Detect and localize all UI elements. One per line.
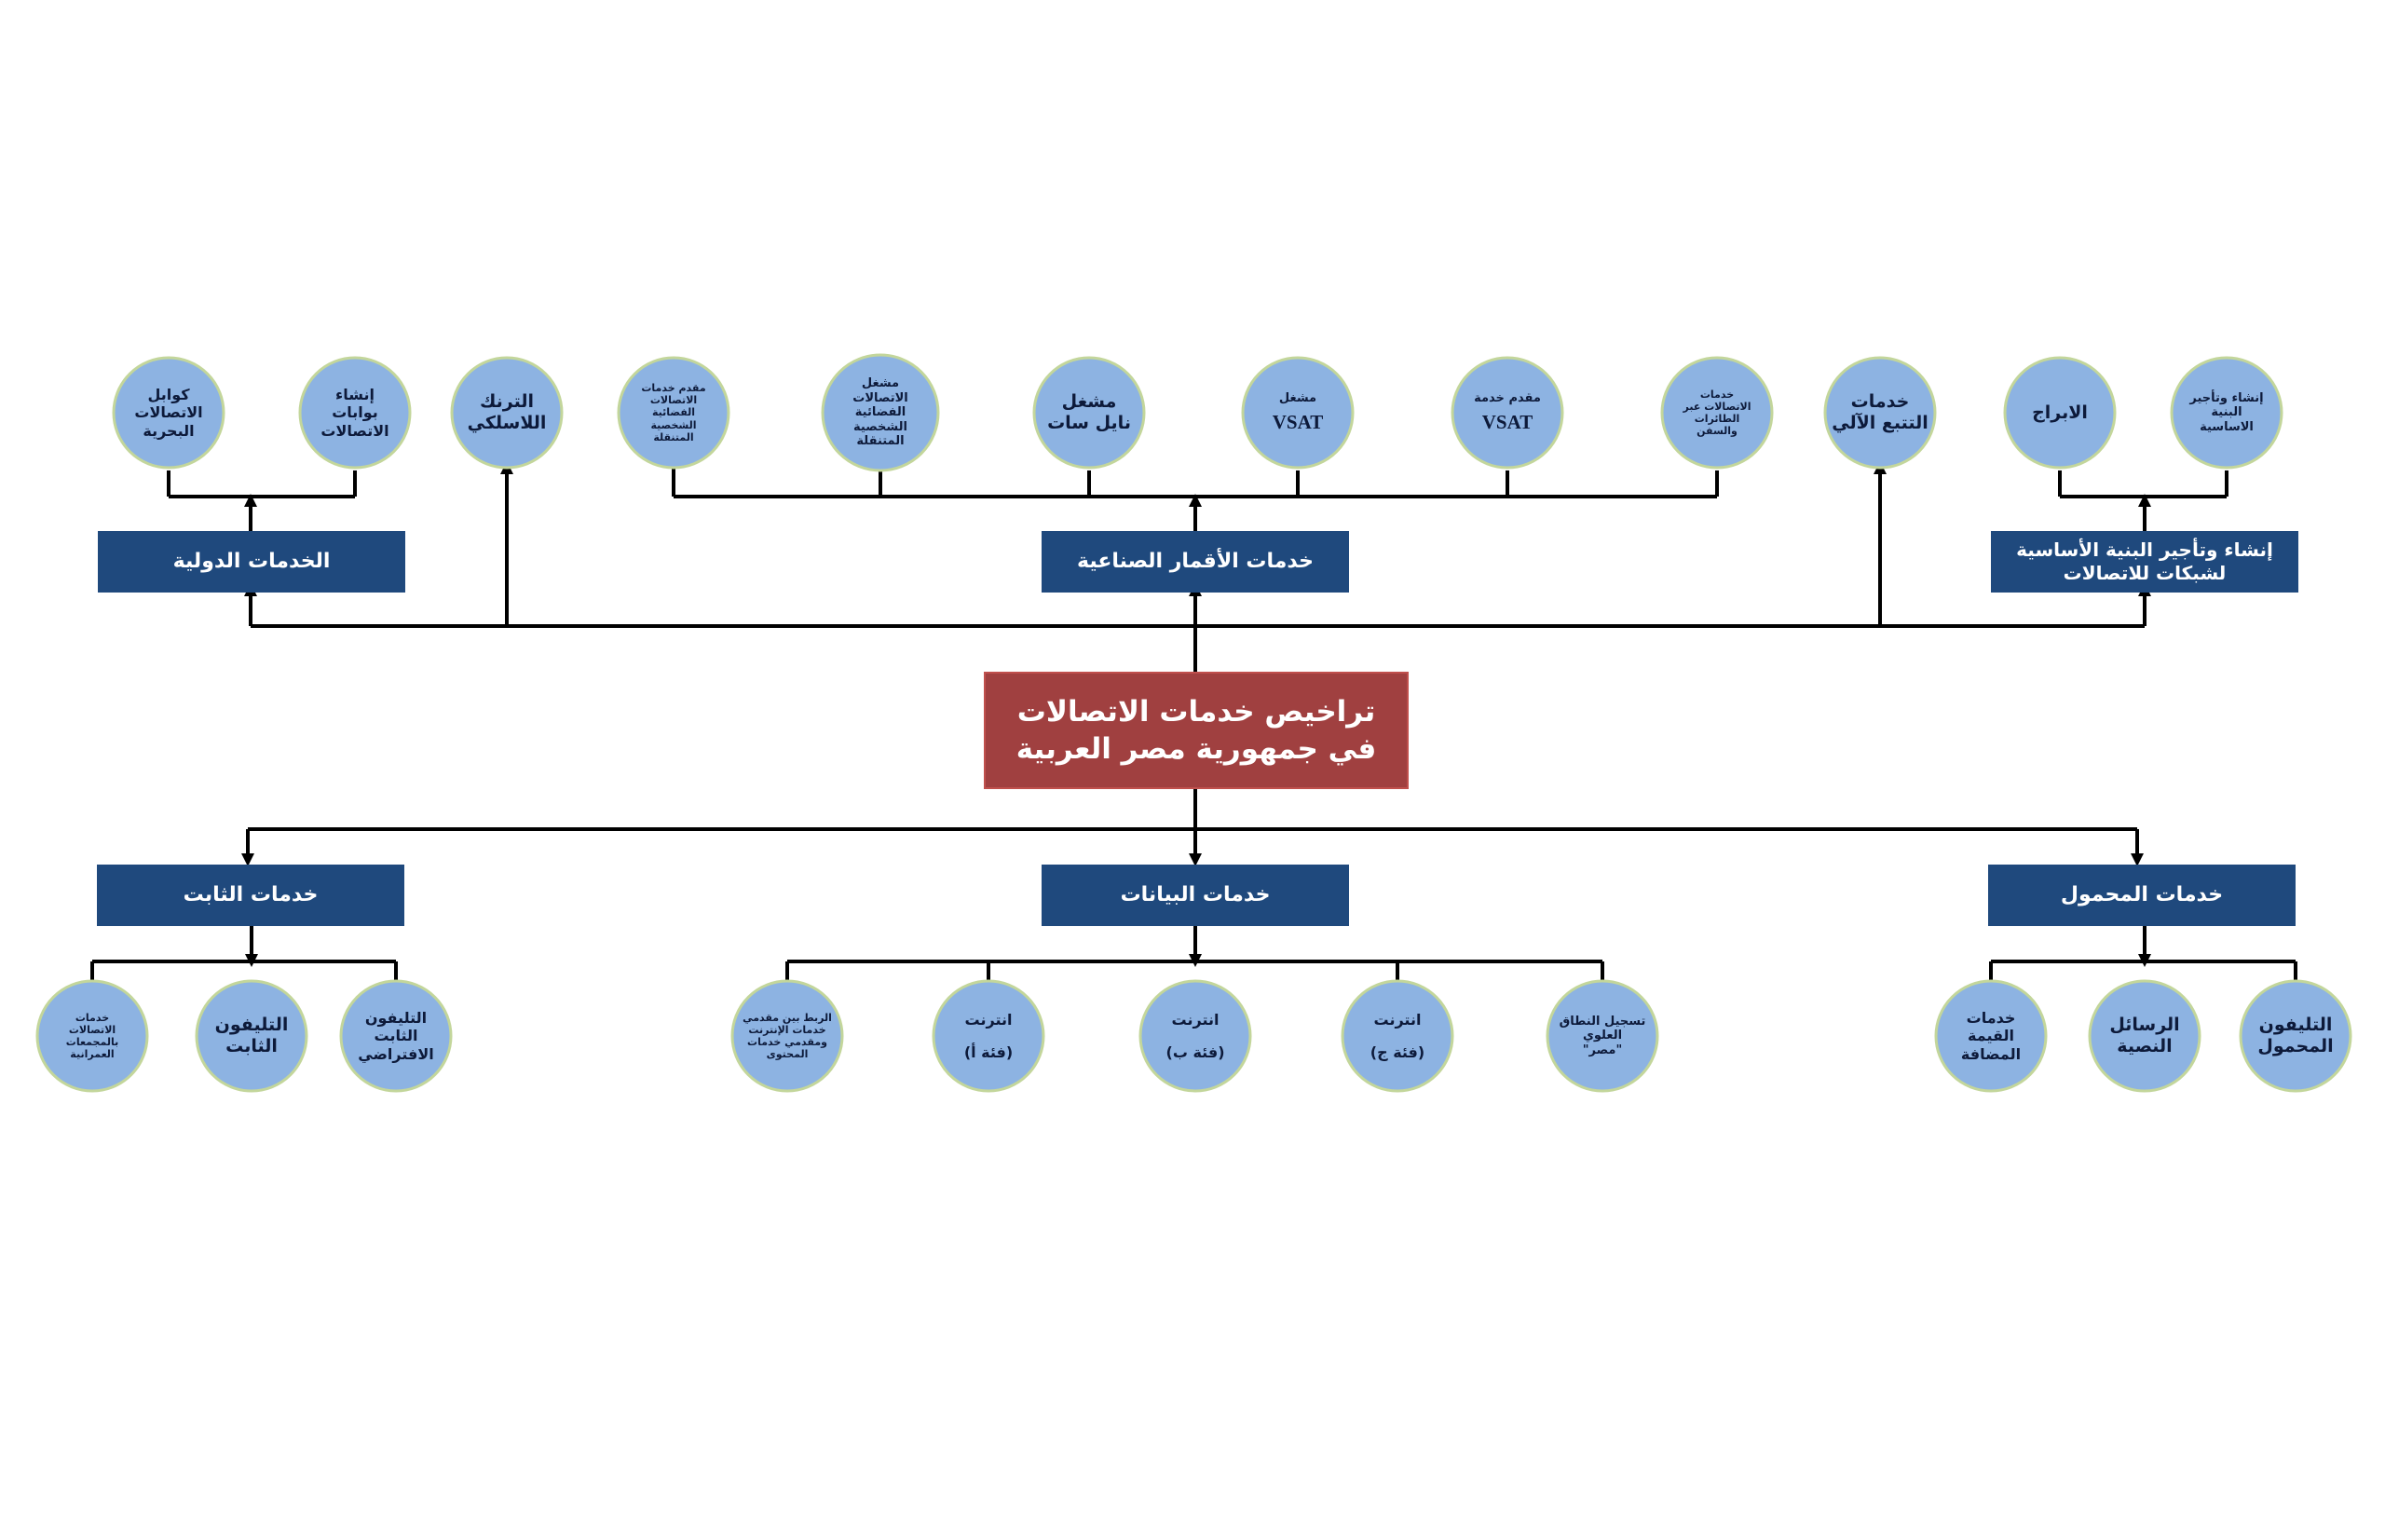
category-data-label: خدمات البيانات bbox=[1120, 883, 1271, 907]
category-data: خدمات البيانات bbox=[1042, 865, 1349, 926]
circle-gateways bbox=[298, 356, 412, 470]
circle-internet-c bbox=[1341, 979, 1454, 1093]
node-value-added: خدمات القيمة المضافة bbox=[1960, 1009, 2022, 1063]
circle-mobile-phone bbox=[2239, 979, 2352, 1093]
circle-tracking bbox=[1823, 356, 1937, 470]
node-vsat-provider-label: مقدم خدمة bbox=[1474, 390, 1541, 405]
category-international-label: الخدمات الدولية bbox=[172, 550, 331, 574]
circle-internet-a bbox=[932, 979, 1045, 1093]
category-satellite-label: خدمات الأقمار الصناعية bbox=[1077, 550, 1314, 574]
circle-domain-reg bbox=[1546, 979, 1659, 1093]
circle-sms bbox=[2088, 979, 2201, 1093]
central-title: تراخيص خدمات الاتصالات في جمهورية مصر ال… bbox=[1015, 694, 1377, 766]
circle-fixed-phone bbox=[195, 979, 308, 1093]
node-vsat-provider-value: VSAT bbox=[1481, 411, 1533, 434]
node-fixed-phone: التليفون الثابت bbox=[214, 1015, 289, 1056]
circle-nilesat bbox=[1032, 356, 1146, 470]
circle-virtual-fixed bbox=[339, 979, 453, 1093]
category-infrastructure-label: إنشاء وتأجير البنية الأساسية لشبكات للات… bbox=[2016, 538, 2273, 584]
node-urban: خدمات الاتصالات بالمجمعات العمرانية bbox=[65, 1011, 119, 1061]
node-virtual-fixed: التليفون الثابت الافتراضي bbox=[358, 1009, 434, 1063]
arrow-fixed bbox=[241, 853, 254, 866]
node-vsat-operator-value: VSAT bbox=[1272, 411, 1324, 434]
arrow-data bbox=[1189, 853, 1202, 866]
category-infrastructure: إنشاء وتأجير البنية الأساسية لشبكات للات… bbox=[1991, 531, 2298, 593]
category-mobile: خدمات المحمول bbox=[1988, 865, 2296, 926]
arrow-mobile bbox=[2131, 853, 2144, 866]
category-mobile-label: خدمات المحمول bbox=[2060, 883, 2224, 907]
arrow-infra-stem bbox=[2138, 494, 2151, 507]
circle-vsat-provider bbox=[1451, 356, 1564, 470]
node-vsat-operator: مشغل VSAT bbox=[1243, 358, 1353, 468]
circle-cables bbox=[112, 356, 225, 470]
circle-trunk bbox=[450, 356, 564, 470]
circle-infra bbox=[2170, 356, 2283, 470]
node-gmpcs-provider: مقدم خدمات الاتصالات الفضائية الشخصية ال… bbox=[641, 382, 706, 443]
node-domain-reg: تسجيل النطاق العلوي "مصر" bbox=[1559, 1014, 1646, 1057]
category-satellite: خدمات الأقمار الصناعية bbox=[1042, 531, 1349, 593]
node-gmpcs-operator: مشغل الاتصالات الفضائية الشخصية المتنقلة bbox=[852, 376, 908, 449]
circle-isp-link bbox=[730, 979, 844, 1093]
circle-value-added bbox=[1934, 979, 2048, 1093]
node-isp-link: الربط بين مقدمي خدمات الإنترنت ومقدمي خد… bbox=[743, 1011, 832, 1061]
node-internet-a: انترنت (فئة أ) bbox=[963, 1010, 1014, 1061]
circle-towers bbox=[2003, 356, 2117, 470]
arrow-sat-stem bbox=[1189, 494, 1202, 507]
circle-gmpcs-operator bbox=[821, 353, 940, 472]
category-international: الخدمات الدولية bbox=[98, 531, 405, 593]
circle-vsat-operator bbox=[1241, 356, 1355, 470]
node-nilesat: مشغل نايل سات bbox=[1047, 391, 1131, 433]
node-sms: الرسائل النصية bbox=[2109, 1015, 2180, 1056]
circle-gmpcs-provider bbox=[617, 356, 730, 470]
node-internet-b: انترنت (فئة ب) bbox=[1165, 1010, 1225, 1061]
node-infra: إنشاء وتأجير البنية الاساسية bbox=[2189, 390, 2264, 434]
node-gateways: إنشاء بوابات الاتصالات bbox=[320, 386, 389, 440]
node-mobile-phone: التليفون المحمول bbox=[2257, 1015, 2334, 1056]
arrow-intl-stem bbox=[244, 494, 257, 507]
node-aero-maritime: خدمات الاتصالات عبر الطائرات والسفن bbox=[1683, 388, 1751, 438]
circle-internet-b bbox=[1138, 979, 1252, 1093]
node-tracking: خدمات التتبع الآلي bbox=[1832, 391, 1928, 433]
node-trunk: الترنك اللاسلكي bbox=[467, 391, 547, 433]
circle-urban bbox=[35, 979, 149, 1093]
node-cables: كوابل الاتصالات البحرية bbox=[134, 386, 203, 440]
category-fixed: خدمات الثابت bbox=[97, 865, 404, 926]
node-internet-c: انترنت (فئة ج) bbox=[1370, 1010, 1425, 1061]
central-title-box: تراخيص خدمات الاتصالات في جمهورية مصر ال… bbox=[984, 672, 1409, 789]
category-fixed-label: خدمات الثابت bbox=[183, 883, 319, 907]
circle-aero-maritime bbox=[1660, 356, 1774, 470]
node-towers: الابراج bbox=[2032, 402, 2088, 423]
node-vsat-operator-label: مشغل bbox=[1278, 390, 1317, 405]
node-vsat-provider: مقدم خدمة VSAT bbox=[1452, 358, 1562, 468]
